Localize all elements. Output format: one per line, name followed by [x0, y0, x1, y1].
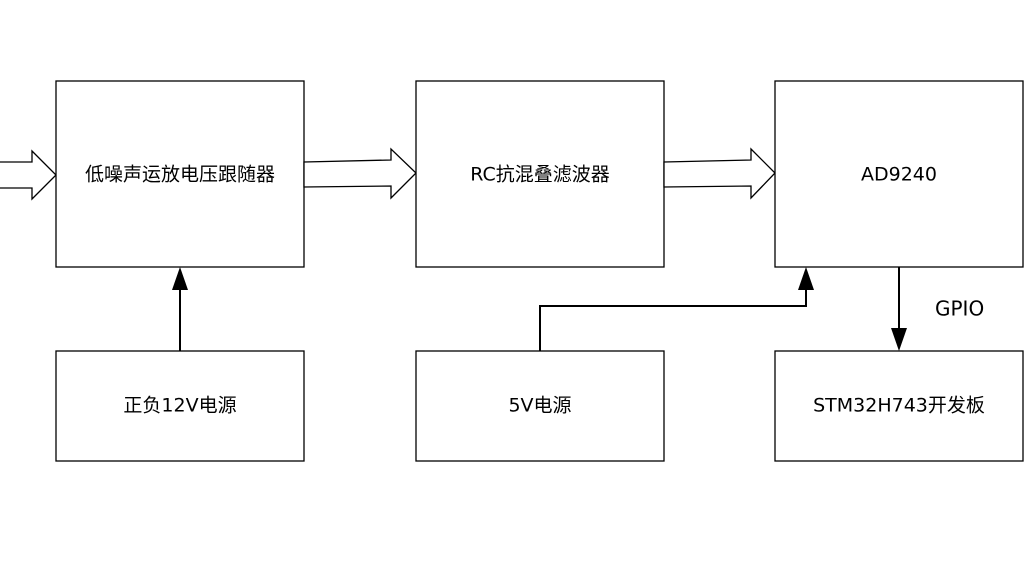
arrowhead-icon [172, 267, 188, 290]
power-12v-block: 正负12V电源 [55, 350, 305, 462]
input-to-amplifier-arrow [0, 149, 57, 201]
mcu-block: STM32H743开发板 [774, 350, 1024, 462]
power-12v-to-amplifier-connector [172, 267, 188, 351]
power-5v-block: 5V电源 [415, 350, 665, 462]
arrowhead-icon [798, 267, 814, 290]
power-12v-label: 正负12V电源 [123, 395, 236, 417]
arrowhead-icon [891, 328, 907, 351]
adc-to-mcu-connector: GPIO [891, 267, 984, 351]
mcu-label: STM32H743开发板 [813, 395, 985, 417]
filter-block: RC抗混叠滤波器 [415, 80, 665, 268]
power-5v-label: 5V电源 [508, 395, 571, 417]
amplifier-to-filter-arrow [303, 147, 417, 200]
adc-block: AD9240 [774, 80, 1024, 268]
amplifier-block: 低噪声运放电压跟随器 [55, 80, 305, 268]
gpio-label: GPIO [935, 297, 984, 321]
amplifier-label: 低噪声运放电压跟随器 [85, 164, 275, 186]
filter-label: RC抗混叠滤波器 [470, 164, 610, 186]
power-5v-to-adc-connector [539, 267, 814, 351]
adc-label: AD9240 [861, 164, 937, 186]
filter-to-adc-arrow [663, 147, 776, 200]
